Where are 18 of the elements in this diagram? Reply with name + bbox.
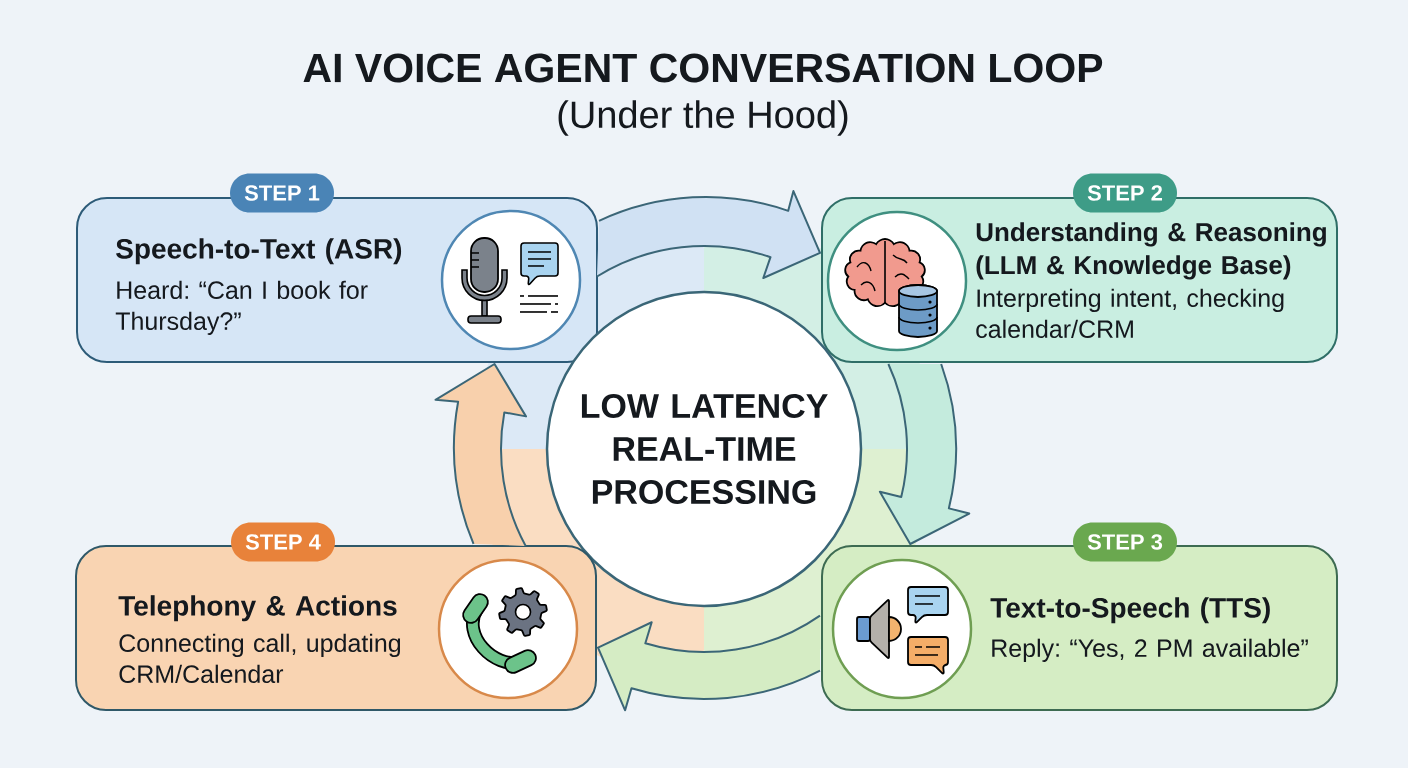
step-title: Speech-to-Text (ASR) <box>116 238 402 265</box>
step-description: Connecting call, updating CRM/Calendar <box>119 633 401 684</box>
curved-arrow <box>597 614 821 712</box>
step-title: Text-to-Speech (TTS) <box>990 597 1270 624</box>
step-badge: STEP 2 <box>1073 173 1177 213</box>
step-description: Interpreting intent, checking calendar/CRM <box>976 288 1284 339</box>
step-title: Telephony & Actions <box>118 595 397 622</box>
curved-arrow <box>878 363 971 545</box>
title: AI VOICE AGENT CONVERSATION LOOP <box>303 53 1103 83</box>
step-badge: STEP 3 <box>1073 522 1177 562</box>
step-badge: STEP 1 <box>230 173 334 213</box>
subtitle: (Under the Hood) <box>558 100 848 136</box>
step-description: Heard: “Can I book for Thursday?” <box>115 280 368 335</box>
step-description: Reply: “Yes, 2 PM available” <box>992 638 1308 662</box>
curved-arrow <box>434 363 527 547</box>
curved-arrow <box>596 190 821 279</box>
step-badge: STEP 4 <box>231 522 335 562</box>
step-title: Understanding & Reasoning (LLM & Knowledge Base) <box>976 222 1326 280</box>
